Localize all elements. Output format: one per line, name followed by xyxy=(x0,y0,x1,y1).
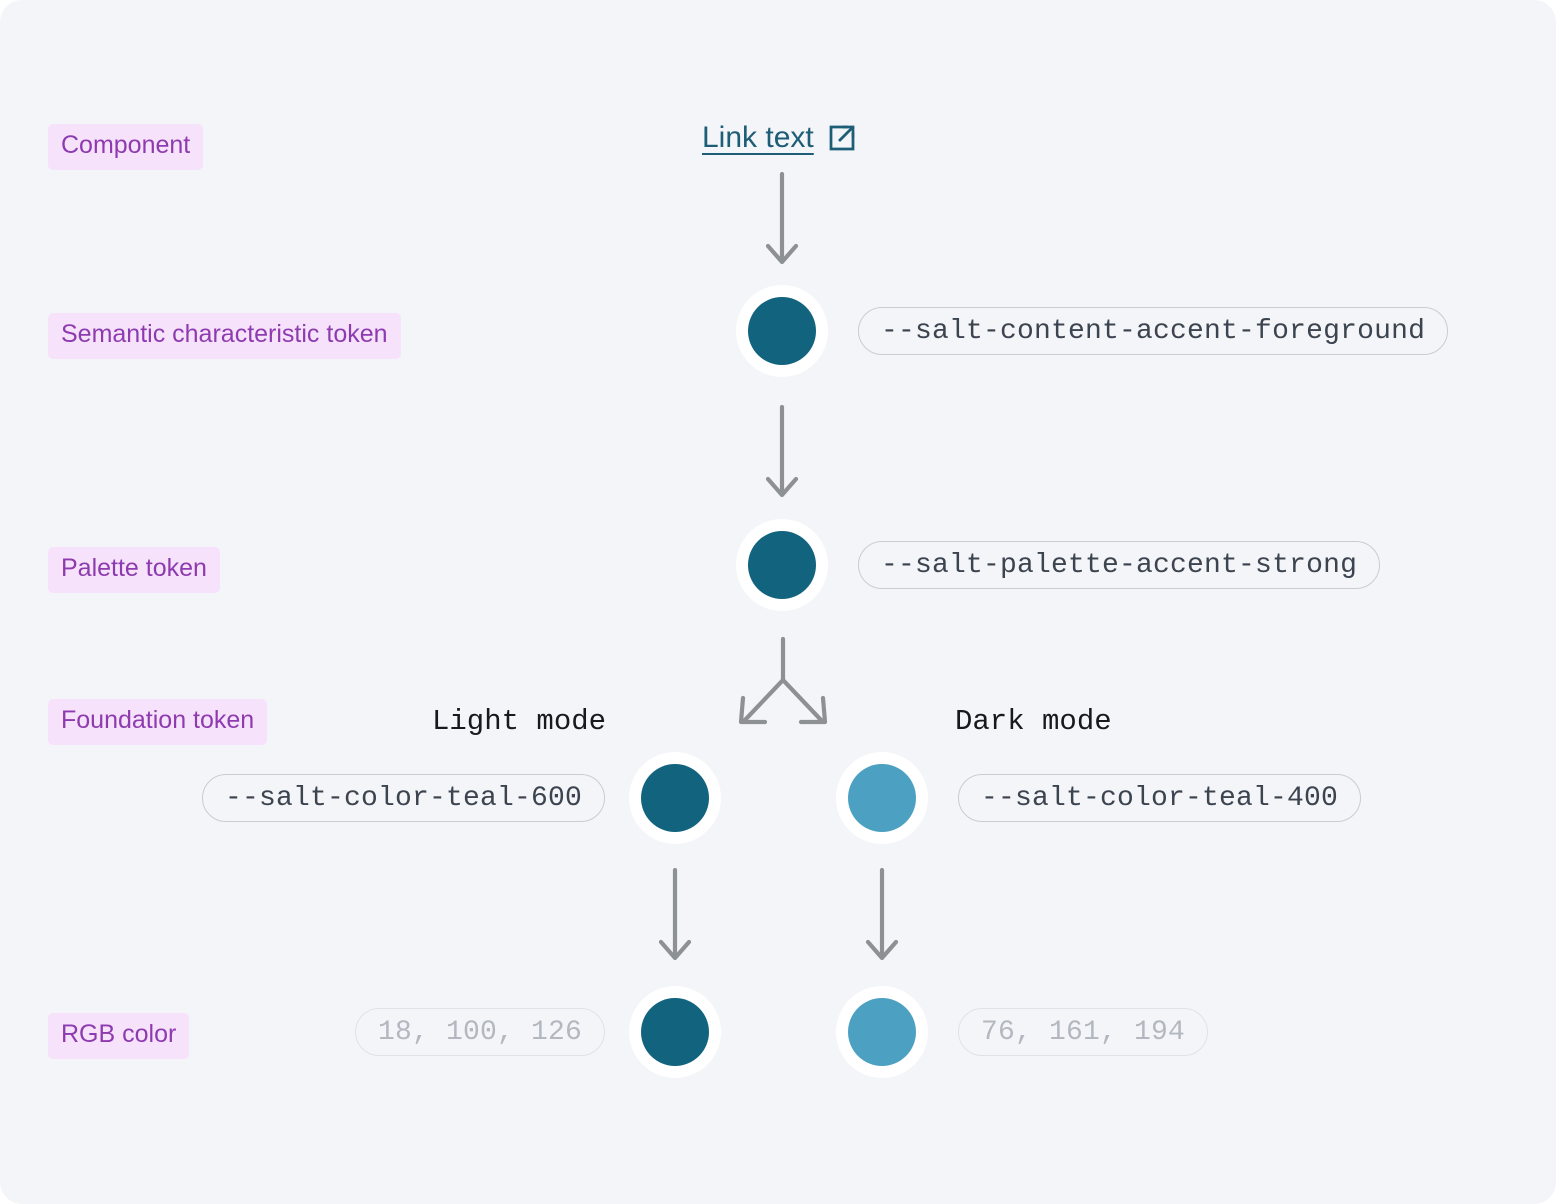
swatch-foundation-light xyxy=(629,752,721,844)
mode-label-light: Light mode xyxy=(432,705,607,738)
arrow-link-to-semantic xyxy=(765,172,799,265)
arrow-foundation-light-to-rgb xyxy=(658,868,692,961)
external-link-icon xyxy=(827,123,857,153)
swatch-fill xyxy=(748,297,816,365)
token-pill-semantic: --salt-content-accent-foreground xyxy=(858,307,1449,355)
swatch-foundation-dark xyxy=(836,752,928,844)
link-component[interactable]: Link text xyxy=(702,123,857,153)
link-text[interactable]: Link text xyxy=(702,121,814,154)
swatch-rgb-dark xyxy=(836,986,928,1078)
swatch-palette-token xyxy=(736,519,828,611)
token-pill-foundation-light: --salt-color-teal-600 xyxy=(202,774,606,822)
swatch-fill xyxy=(641,998,709,1066)
mode-label-dark: Dark mode xyxy=(955,705,1112,738)
token-pill-foundation-dark: --salt-color-teal-400 xyxy=(958,774,1362,822)
arrow-fork-palette-to-foundation xyxy=(738,636,828,725)
row-label-rgb-color: RGB color xyxy=(48,1013,190,1059)
row-label-foundation-token: Foundation token xyxy=(48,699,268,745)
rgb-value-dark: 76, 161, 194 xyxy=(958,1008,1209,1056)
swatch-fill xyxy=(848,998,916,1066)
row-label-palette-token: Palette token xyxy=(48,547,220,593)
swatch-rgb-light xyxy=(629,986,721,1078)
swatch-semantic-token xyxy=(736,285,828,377)
swatch-fill xyxy=(641,764,709,832)
swatch-fill xyxy=(748,531,816,599)
swatch-fill xyxy=(848,764,916,832)
row-label-component: Component xyxy=(48,124,204,170)
arrow-foundation-dark-to-rgb xyxy=(865,868,899,961)
arrow-semantic-to-palette xyxy=(765,405,799,498)
rgb-value-light: 18, 100, 126 xyxy=(355,1008,606,1056)
row-label-semantic-characteristic-token: Semantic characteristic token xyxy=(48,313,401,359)
token-pill-palette: --salt-palette-accent-strong xyxy=(858,541,1381,589)
